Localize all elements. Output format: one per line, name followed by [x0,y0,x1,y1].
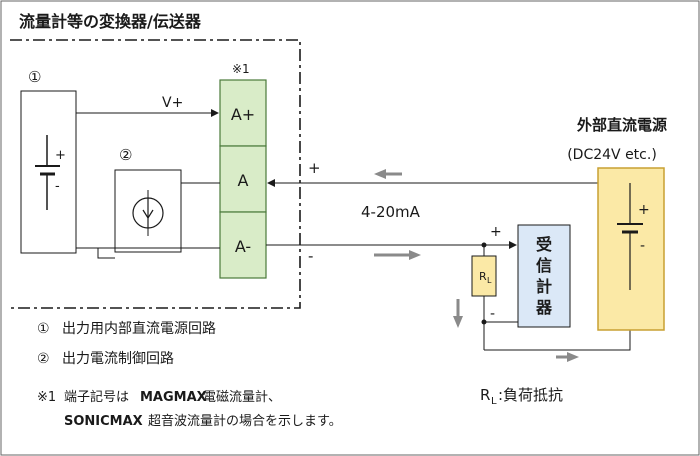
flow-arrow-right [374,250,421,260]
circuit-2-marker: ② [119,146,132,164]
battery-symbol-internal [35,135,60,210]
wire-return-internal [76,247,115,259]
external-minus-sign: - [308,247,313,265]
current-range-label: 4-20mA [361,203,421,221]
terminal-a-minus [219,211,267,279]
rl-legend-sub: L [491,396,497,407]
power-plus-sign: + [638,202,650,218]
v-plus-label: V+ [162,95,183,111]
terminal-note-mark: ※1 [232,62,250,76]
current-source-icon [132,190,164,236]
flow-arrow-left [374,169,402,179]
transmitter-boundary [10,39,301,309]
external-power-box [597,167,665,331]
internal-dc-source-box [20,90,77,254]
flow-arrow-down [453,299,463,328]
receiver-label-char-3: 計 [536,277,552,296]
receiver-plus-sign: + [490,224,502,240]
receiver-box [517,224,571,328]
legend-2-mark: ② [37,351,50,367]
power-minus-sign: - [640,238,645,254]
legend-1-mark: ① [37,321,50,337]
circuit-1-marker: ① [28,68,41,86]
legend-1-text: 出力用内部直流電源回路 [62,320,216,337]
footnote-line1-post: 電磁流量計、 [203,389,281,405]
receiver-label-char-1: 受 [536,235,552,254]
footnote-line1-pre: 端子記号は [64,389,129,405]
battery-symbol-external [617,183,643,290]
flow-arrow-bottom [556,352,579,362]
rl-symbol-sub: L [487,276,492,285]
terminal-block [219,79,267,279]
footnote-brand-magmax: MAGMAX [140,390,207,405]
terminal-a-minus-label: A- [235,237,251,256]
footnote-line2-post: 超音波流量計の場合を示します。 [148,413,342,429]
receiver-label-char-4: 器 [535,298,553,317]
rl-legend-r: R [480,386,490,404]
external-plus-sign: + [308,159,321,177]
rl-legend-text: :負荷抵抗 [498,386,563,404]
terminal-a-label: A [238,171,249,190]
terminal-a-plus-label: A+ [231,105,255,124]
internal-minus-sign: - [55,179,60,194]
external-power-spec: (DC24V etc.) [567,147,657,163]
title: 流量計等の変換器/伝送器 [19,12,202,31]
footnote-brand-sonicmax: SONICMAX [64,414,143,429]
footnote-mark: ※1 [37,390,56,405]
receiver-minus-sign: - [490,306,495,322]
external-power-title: 外部直流電源 [576,116,667,134]
legend-2-text: 出力電流制御回路 [62,351,174,367]
rl-symbol-r: R [479,270,487,283]
receiver-label-char-2: 信 [536,256,552,275]
internal-plus-sign: + [55,148,66,163]
